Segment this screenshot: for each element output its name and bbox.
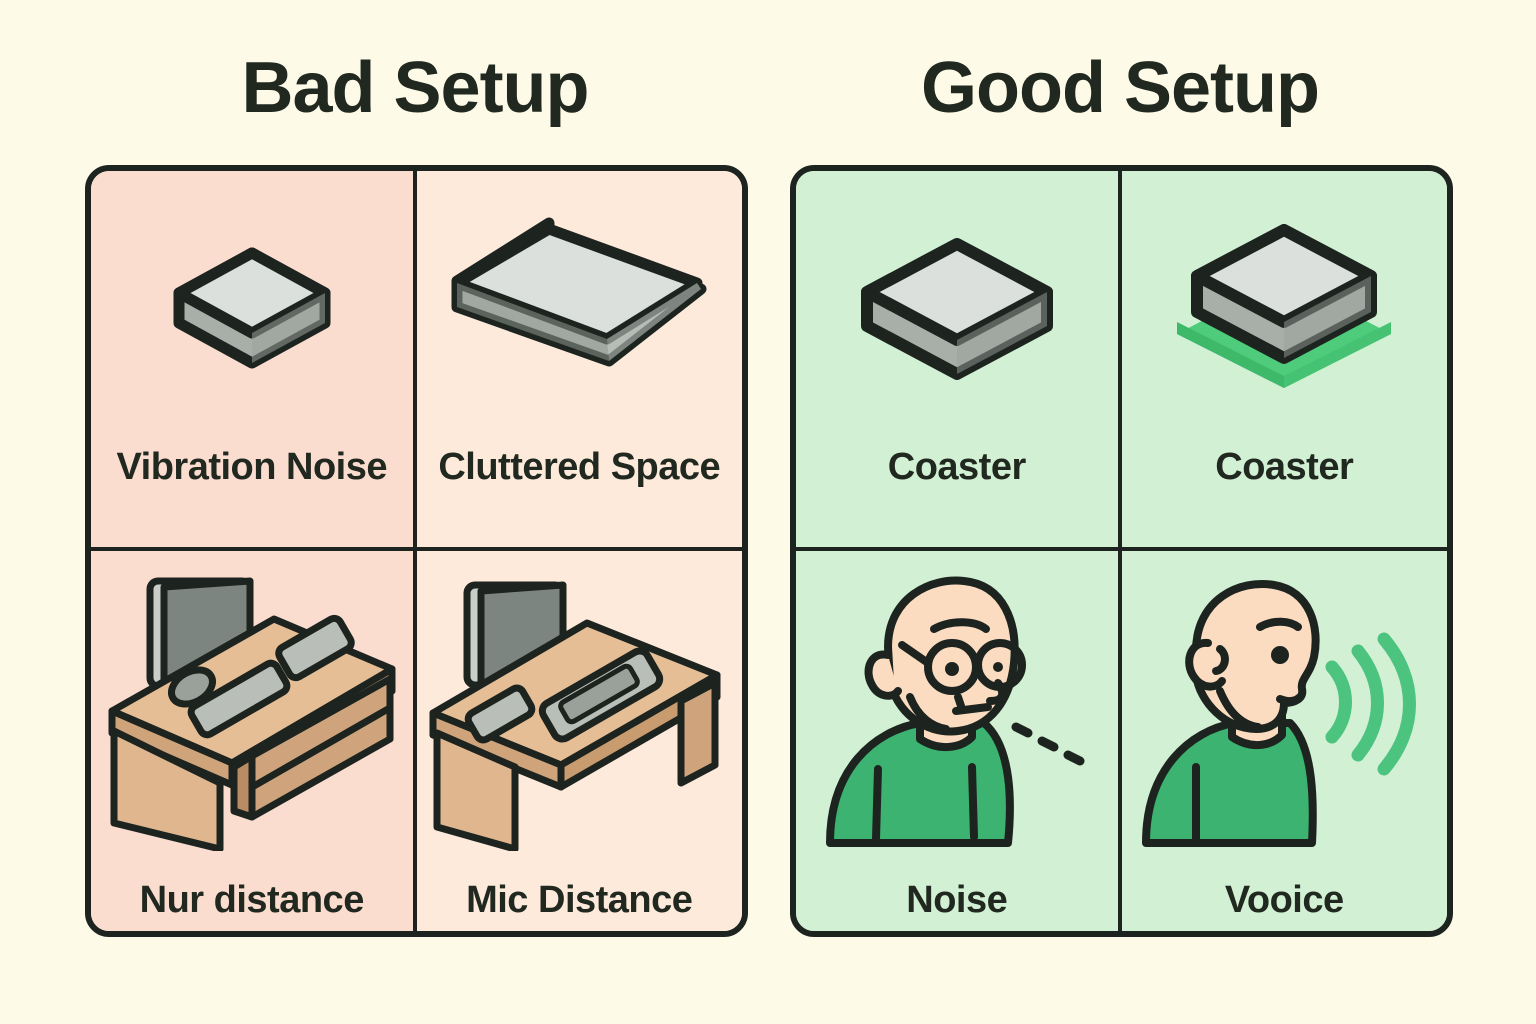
panel-bad-setup: Vibration Noise Cluttered Space [85, 165, 748, 937]
cell-vibration-noise[interactable]: Vibration Noise [91, 171, 417, 551]
panel-good-setup: Coaster Coaster [790, 165, 1453, 937]
cell-label: Vooice [1224, 879, 1344, 922]
small-gray-box-icon [91, 171, 413, 442]
cell-label: Vibration Noise [116, 445, 388, 488]
cell-vooice[interactable]: Vooice [1121, 551, 1448, 931]
page-title-bad-setup: Bad Setup [241, 48, 589, 128]
cell-coaster-on-pad[interactable]: Coaster [1121, 171, 1448, 551]
desk-with-monitor-icon [91, 551, 413, 870]
cell-label: Mic Distance [466, 879, 693, 922]
cell-label: Coaster [1215, 445, 1354, 488]
large-gray-slab-icon [417, 171, 743, 442]
cell-nur-distance[interactable]: Nur distance [91, 551, 417, 931]
desk-with-monitor-icon [417, 551, 743, 870]
cell-label: Cluttered Space [438, 445, 721, 488]
cell-mic-distance[interactable]: Mic Distance [416, 551, 743, 931]
cell-coaster-plain[interactable]: Coaster [796, 171, 1122, 551]
sound-wave-icon [1325, 632, 1417, 776]
cell-noise[interactable]: Noise [796, 551, 1122, 931]
person-speaking-icon [1122, 551, 1448, 870]
cell-label: Noise [906, 879, 1008, 922]
cell-label: Nur distance [139, 879, 365, 922]
gray-box-icon [796, 171, 1118, 442]
page-title-good-setup: Good Setup [921, 48, 1320, 128]
cell-label: Coaster [887, 445, 1026, 488]
gray-box-on-green-pad-icon [1122, 171, 1448, 442]
cell-cluttered-space[interactable]: Cluttered Space [416, 171, 743, 551]
person-with-glasses-icon [796, 551, 1118, 870]
